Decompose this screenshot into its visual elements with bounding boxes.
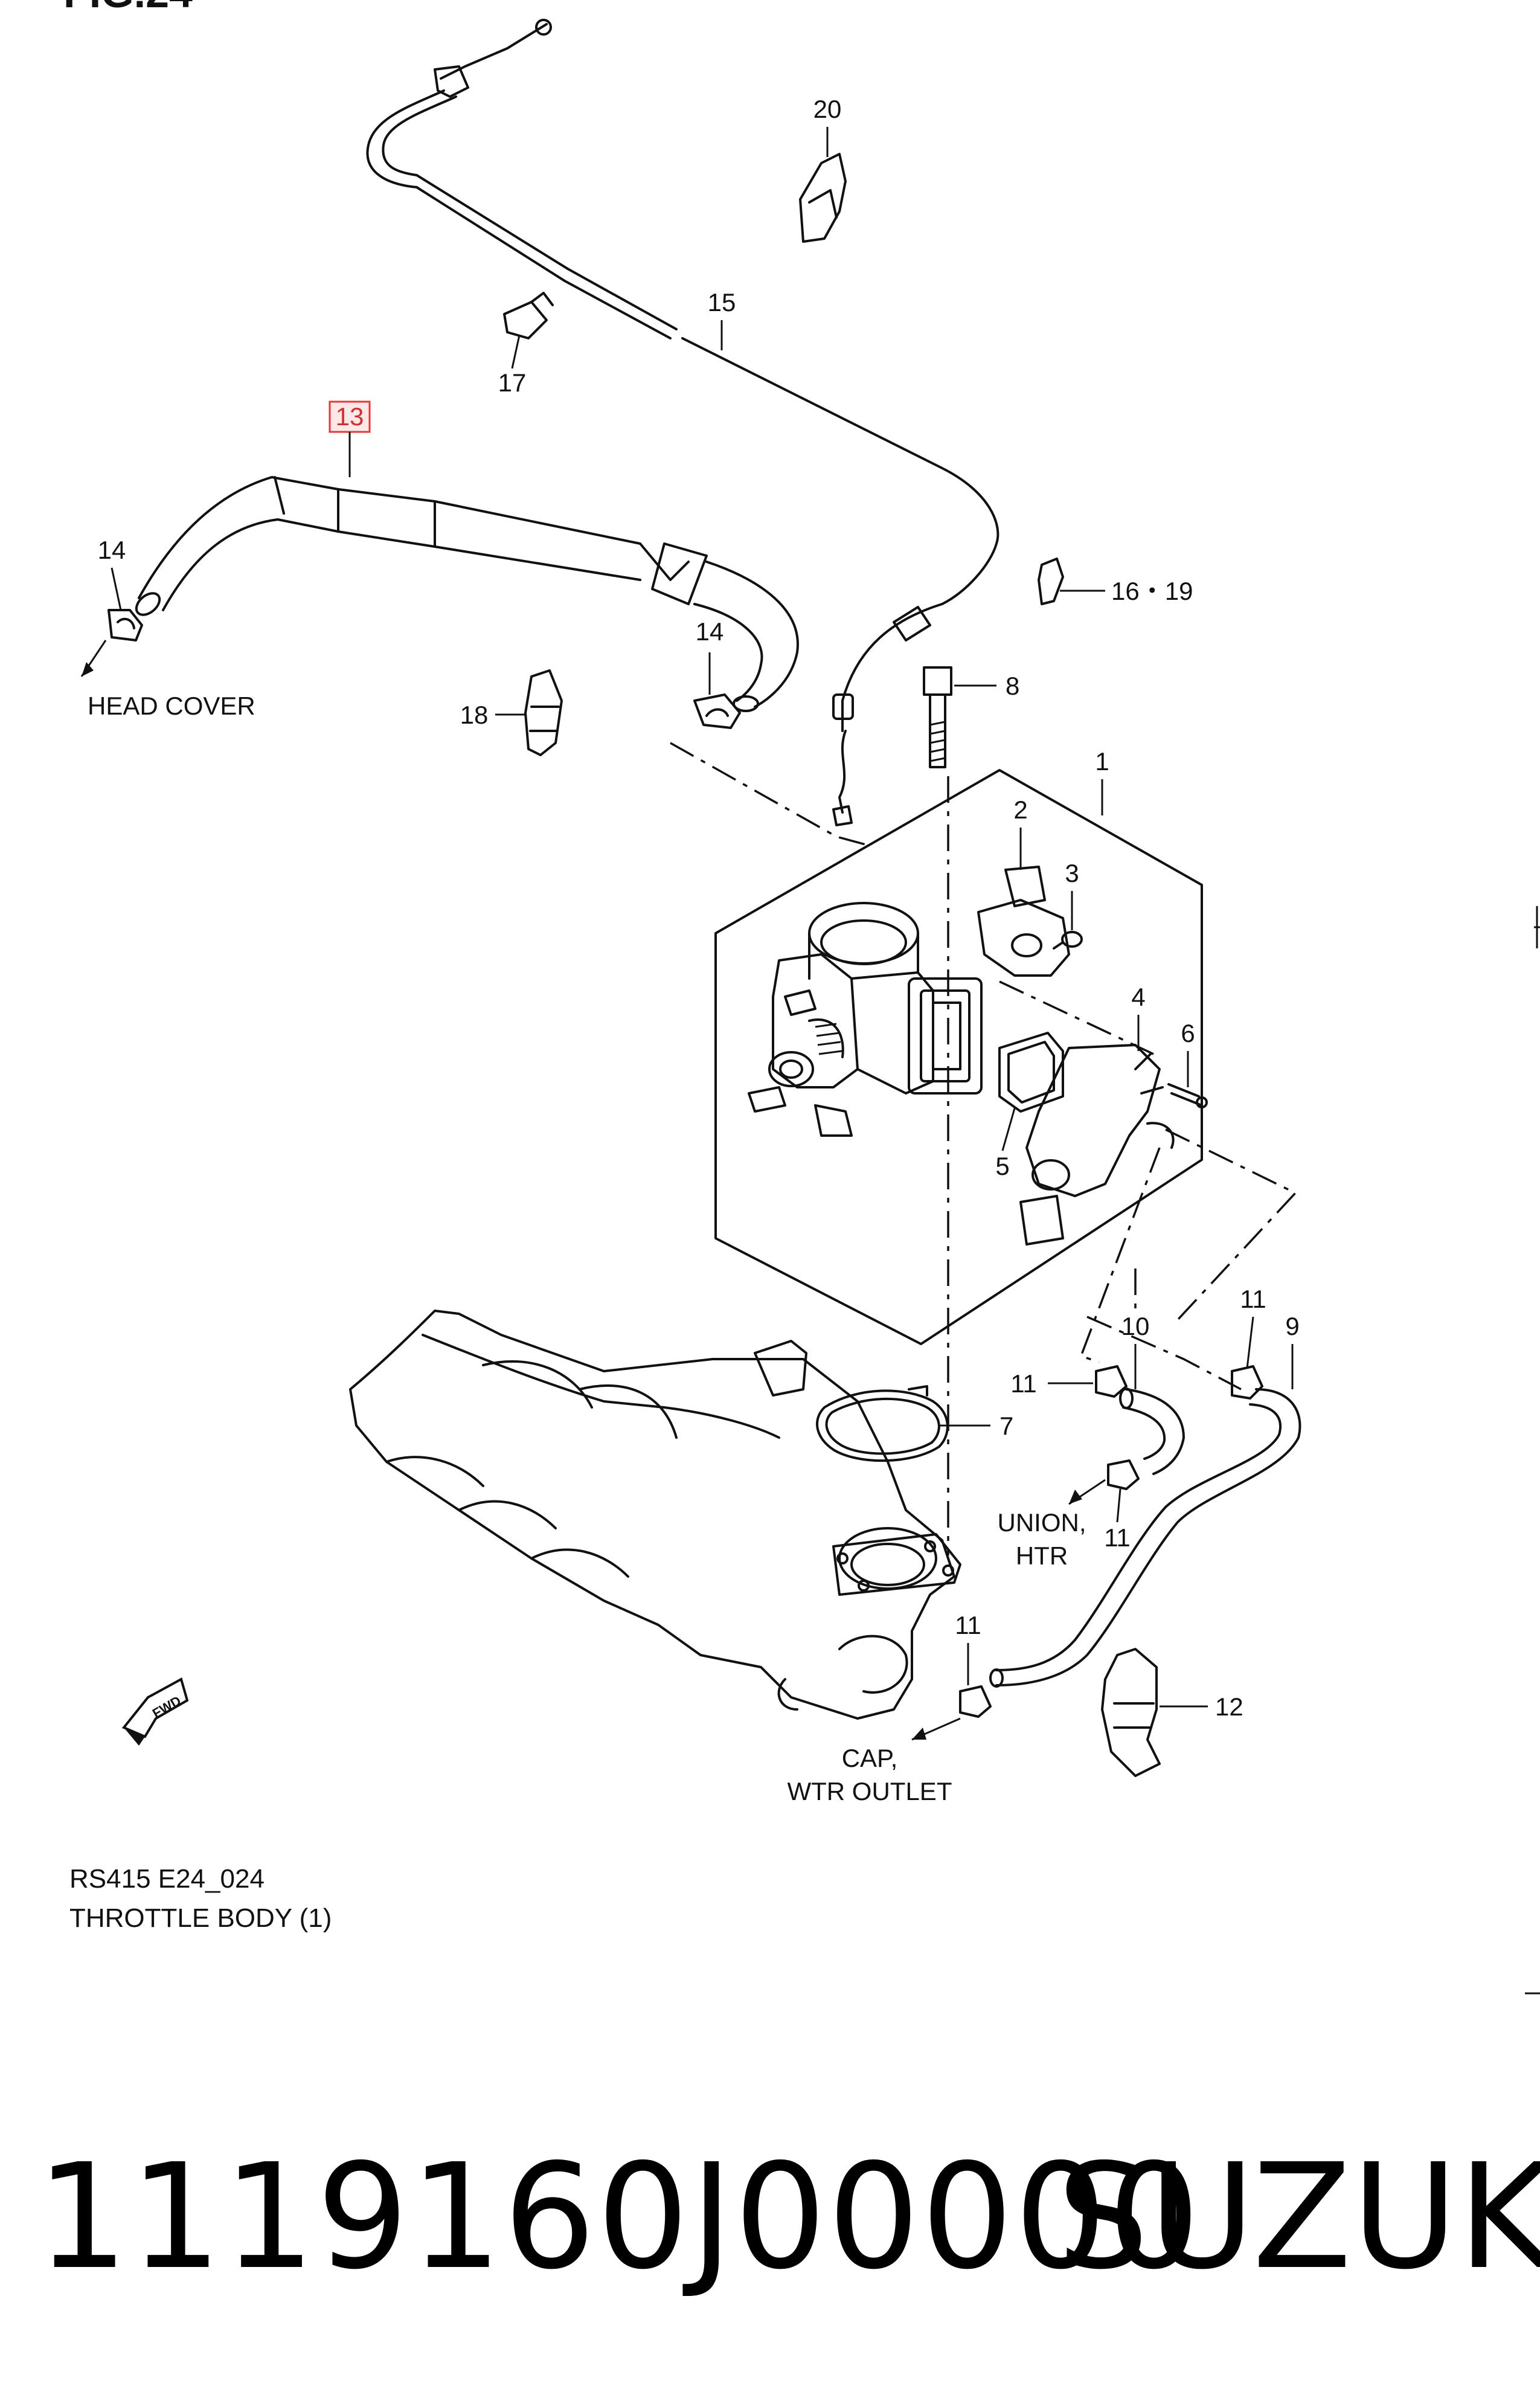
callout-15: 15	[708, 288, 736, 317]
part-number: 1119160J00000	[36, 2132, 1202, 2301]
callout-11-a: 11	[1010, 1369, 1037, 1398]
assembly-box-1	[714, 769, 1203, 1345]
callout-7: 7	[999, 1412, 1013, 1440]
union-note-1: UNION,	[998, 1508, 1086, 1537]
callout-14-left: 14	[98, 536, 126, 564]
callout-20: 20	[813, 95, 842, 123]
footer-band	[0, 1996, 1540, 2392]
callout-16-19: 16・19	[1111, 577, 1193, 605]
cap-note-1: CAP,	[842, 1744, 898, 1772]
hose-13	[135, 476, 799, 712]
clamp-14-right	[693, 693, 741, 729]
hose-9	[989, 1388, 1301, 1688]
cap-note-2: WTR OUTLET	[788, 1777, 952, 1805]
callout-9: 9	[1285, 1312, 1299, 1340]
clip-16-19	[1038, 558, 1064, 605]
callout-11-d: 11	[955, 1611, 981, 1639]
figure-header: FIG.24	[63, 0, 193, 16]
callout-18: 18	[460, 701, 489, 729]
callout-13-highlight	[329, 400, 371, 433]
screw-3	[1053, 931, 1083, 950]
throttle-position-sensor-2	[977, 866, 1070, 977]
throttle-body	[748, 902, 983, 1137]
callout-3: 3	[1065, 859, 1079, 887]
figure-title: THROTTLE BODY (1)	[69, 1903, 332, 1933]
screws-6	[1167, 1083, 1208, 1108]
accelerator-cable	[366, 19, 999, 826]
hose-10	[1119, 1387, 1185, 1475]
callout-2: 2	[1013, 796, 1027, 824]
clamp-11-c	[1107, 1459, 1140, 1490]
clamp-14-left	[107, 609, 143, 641]
callout-11-c: 11	[1104, 1523, 1131, 1552]
clamp-11-a	[1095, 1365, 1128, 1398]
callout-4: 4	[1131, 983, 1145, 1011]
callout-8: 8	[1006, 672, 1019, 700]
clip-17	[503, 292, 554, 339]
callout-10: 10	[1121, 1312, 1150, 1340]
callout-17: 17	[498, 368, 527, 397]
isc-valve-4	[1019, 1044, 1175, 1246]
callout-13: 13	[336, 402, 364, 431]
brand-name: SUZUKI	[1057, 2132, 1540, 2301]
gasket-7	[816, 1385, 949, 1462]
callout-6: 6	[1181, 1019, 1195, 1047]
bolt-8	[923, 666, 952, 768]
fwd-arrow-icon: FWD	[121, 1677, 189, 1746]
clamp-11-d	[959, 1685, 992, 1718]
figure-code: RS415 E24_024	[69, 1864, 265, 1894]
clip-18	[524, 669, 563, 756]
callout-1: 1	[1095, 747, 1109, 776]
callout-14-right: 14	[696, 617, 724, 646]
union-note-2: HTR	[1016, 1542, 1068, 1570]
intake-manifold	[349, 1310, 961, 1720]
gasket-5	[998, 1032, 1064, 1113]
clamp-11-b	[1231, 1365, 1263, 1400]
callout-5: 5	[995, 1152, 1009, 1180]
callout-11-b: 11	[1240, 1285, 1266, 1313]
diagram-panel: FIG.24 13 14 HEAD COVER	[63, 0, 1540, 1995]
clip-12	[1101, 1648, 1161, 1777]
clip-20	[799, 153, 847, 243]
callout-12: 12	[1215, 1693, 1243, 1721]
head-cover-note: HEAD COVER	[88, 692, 255, 720]
exploded-diagram: FIG.24 13 14 HEAD COVER	[63, 0, 1540, 1995]
